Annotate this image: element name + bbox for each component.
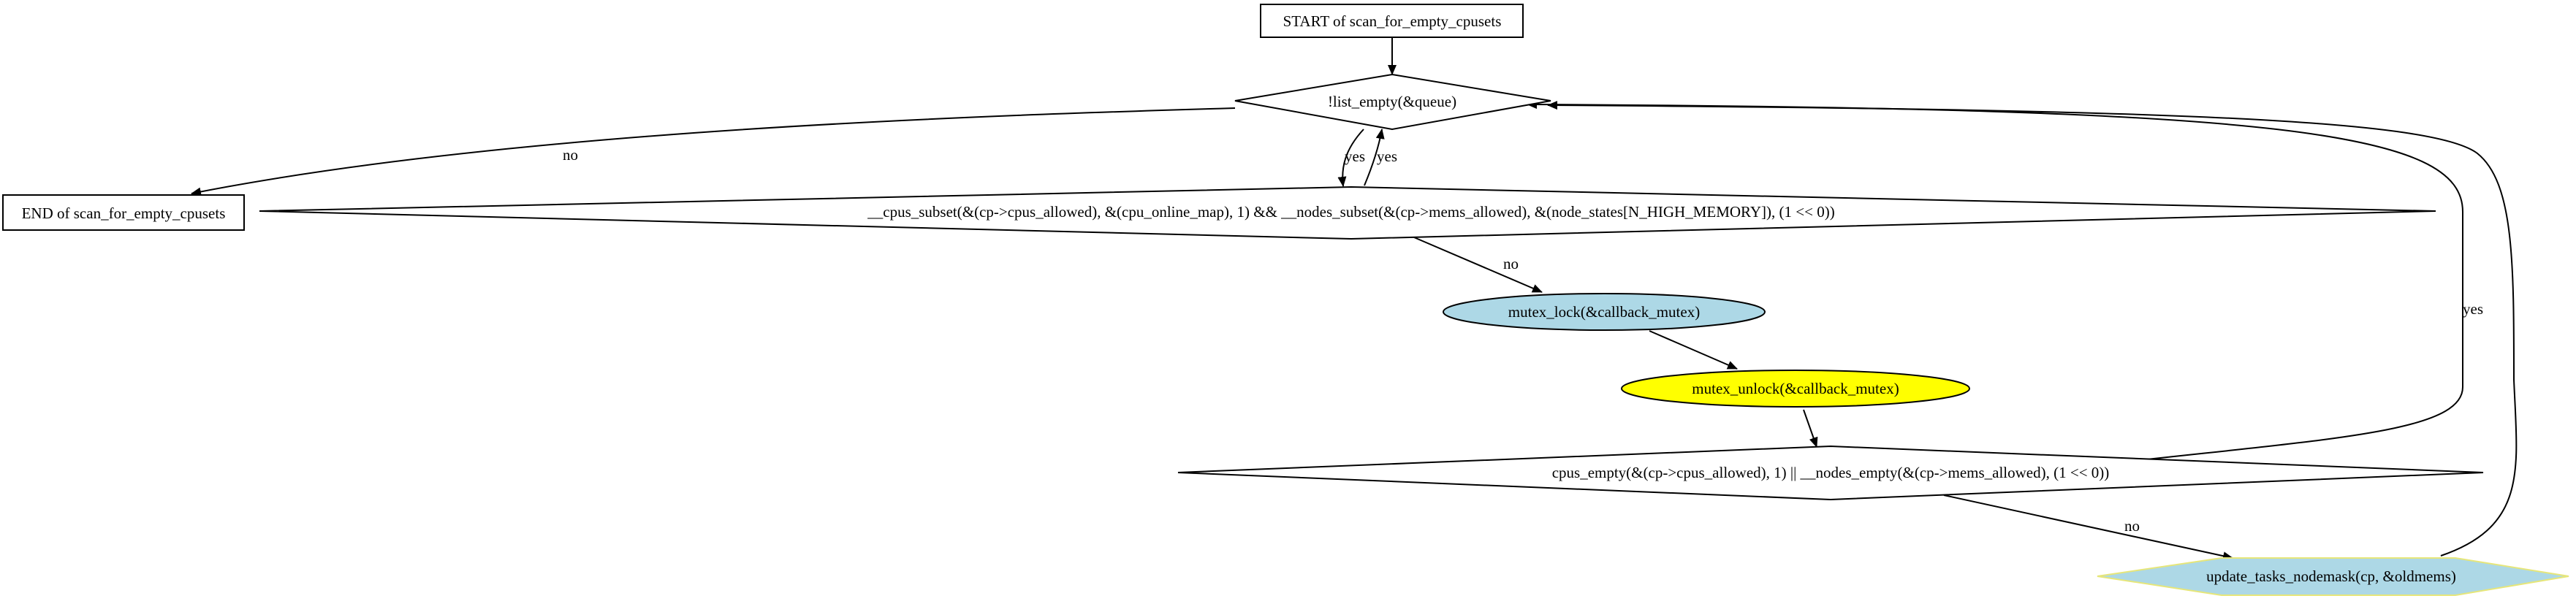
edge-update-to-loop [1547, 101, 2518, 557]
edge-label-no-loop-end: no [563, 146, 578, 164]
update-nodemask-label: update_tasks_nodemask(cp, &oldmems) [2206, 567, 2456, 585]
subset-condition-node: __cpus_subset(&(cp->cpus_allowed), &(cpu… [259, 186, 2436, 240]
edge-empty-to-loop [1527, 100, 2463, 462]
edge-label-yes-loop-subset: yes [1345, 148, 1365, 165]
mutex-lock-label: mutex_lock(&callback_mutex) [1508, 303, 1700, 321]
edge-lock-to-unlock [1649, 330, 1738, 370]
loop-condition-node: !list_empty(&queue) [1234, 73, 1551, 131]
empty-condition-node: cpus_empty(&(cp->cpus_allowed), 1) || __… [1177, 445, 2484, 501]
mutex-lock-node: mutex_lock(&callback_mutex) [1443, 293, 1766, 331]
start-node: START of scan_for_empty_cpusets [1260, 4, 1524, 38]
edge-label-yes-empty-loop: yes [2463, 300, 2483, 318]
end-node: END of scan_for_empty_cpusets [2, 194, 245, 231]
edge-empty-to-update [1943, 494, 2233, 561]
subset-condition-label: __cpus_subset(&(cp->cpus_allowed), &(cpu… [867, 203, 1834, 221]
edge-loop-to-subset [1337, 129, 1364, 187]
edge-label-yes-subset-loop: yes [1377, 148, 1397, 165]
mutex-unlock-node: mutex_unlock(&callback_mutex) [1621, 370, 1970, 408]
edge-label-no-subset-lock: no [1503, 255, 1519, 272]
end-node-label: END of scan_for_empty_cpusets [22, 204, 226, 222]
mutex-unlock-label: mutex_unlock(&callback_mutex) [1692, 380, 1899, 397]
edge-subset-to-lock [1413, 237, 1543, 293]
update-nodemask-node: update_tasks_nodemask(cp, &oldmems) [2097, 557, 2569, 596]
edge-subset-to-loop [1364, 129, 1385, 186]
empty-condition-label: cpus_empty(&(cp->cpus_allowed), 1) || __… [1552, 464, 2110, 481]
edge-loop-to-end [191, 107, 1236, 196]
edge-unlock-to-empty [1803, 409, 1818, 448]
edge-label-no-empty-update: no [2124, 517, 2140, 535]
start-node-label: START of scan_for_empty_cpusets [1283, 12, 1502, 30]
loop-condition-label: !list_empty(&queue) [1328, 93, 1456, 110]
